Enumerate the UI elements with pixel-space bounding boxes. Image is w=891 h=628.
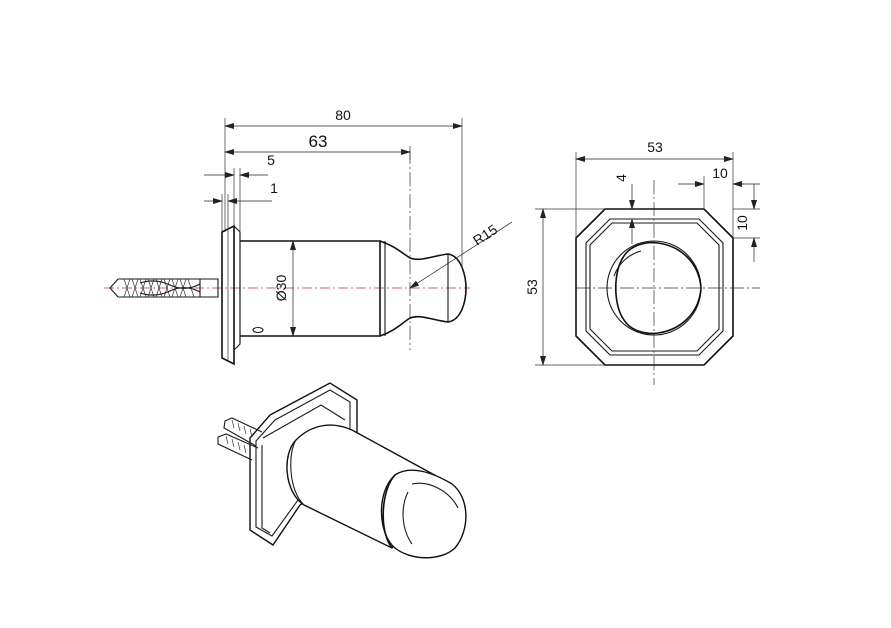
- dim-height-label: 53: [524, 279, 540, 295]
- inner-octagon: [589, 222, 720, 352]
- wall-flange: [221, 224, 241, 366]
- side-view: 80 63 5 1 Ø30: [104, 107, 513, 366]
- outer-octagon: [575, 208, 734, 366]
- dim-1: 1: [204, 180, 278, 232]
- isometric-view: [217, 382, 467, 559]
- dim-diameter: Ø30: [273, 240, 296, 337]
- dim-63: 63: [224, 132, 411, 160]
- dim-inset: 4: [613, 174, 635, 244]
- wall-plug: [109, 278, 219, 298]
- dim-63-label: 63: [309, 132, 328, 151]
- dim-chamfer-v-label: 10: [734, 215, 750, 231]
- iso-plugs: [217, 417, 263, 461]
- dim-radius: R15: [409, 221, 513, 289]
- dim-width: 53: [575, 139, 734, 238]
- dim-chamfer-v: 10: [733, 184, 760, 262]
- dim-chamfer-h: 10: [678, 165, 760, 209]
- head-profile: [615, 241, 702, 335]
- dim-chamfer-h-label: 10: [712, 165, 728, 181]
- dim-inset-label: 4: [613, 174, 629, 182]
- dim-radius-label: R15: [470, 221, 500, 249]
- ball-head: [379, 240, 467, 337]
- dim-80-label: 80: [335, 107, 351, 123]
- dim-5: 5: [204, 152, 275, 232]
- dim-80: 80: [224, 107, 463, 268]
- dim-5-label: 5: [267, 152, 275, 168]
- dim-height: 53: [524, 208, 605, 366]
- cylinder-body: [240, 240, 386, 337]
- dim-diameter-label: Ø30: [273, 275, 289, 302]
- dim-1-label: 1: [270, 180, 278, 196]
- front-view: 53 53 10 10 4: [524, 139, 760, 385]
- middle-octagon: [585, 218, 724, 356]
- dim-width-label: 53: [647, 139, 663, 155]
